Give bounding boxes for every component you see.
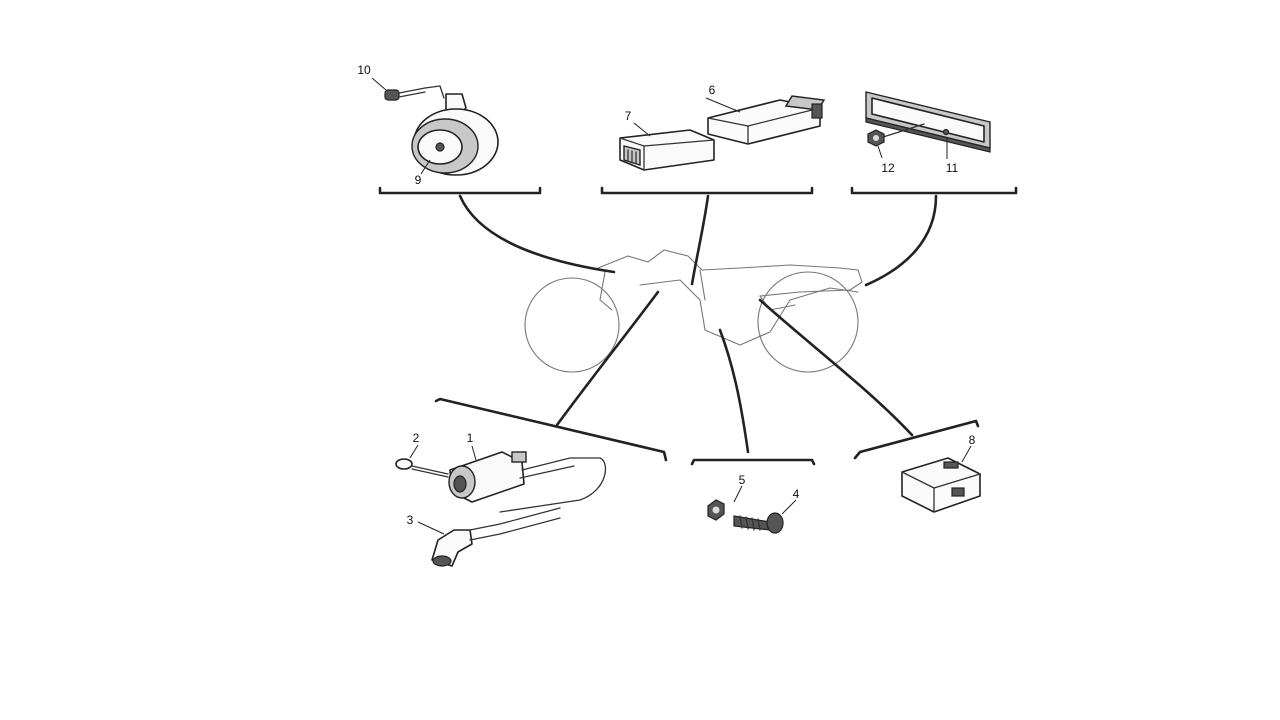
- regulator-icon: [707, 95, 826, 145]
- callout-10: 10: [357, 63, 371, 77]
- callout-7: 7: [625, 109, 632, 123]
- bolt-icon: [384, 87, 426, 101]
- cdi-unit-icon: [619, 129, 715, 171]
- callout-6: 6: [709, 83, 716, 97]
- flasher-relay-icon: [901, 457, 981, 513]
- horn-icon: [411, 85, 499, 176]
- ignition-coil-icon: [448, 451, 607, 513]
- callout-leaders: [371, 77, 972, 535]
- reflector-icon: [865, 91, 991, 153]
- nut-icon: [867, 129, 885, 147]
- group-leader-lines: [458, 194, 938, 454]
- spark-plug-cap-icon: [431, 507, 561, 567]
- callout-3: 3: [407, 513, 414, 527]
- callout-9: 9: [415, 173, 422, 187]
- nut-icon: [707, 499, 725, 521]
- top-brackets: [378, 186, 1018, 195]
- callout-5: 5: [739, 473, 746, 487]
- callout-8: 8: [969, 433, 976, 447]
- callout-4: 4: [793, 487, 800, 501]
- callout-labels: 10 9 6 7 12 11 1 2 3 5 4 8: [357, 63, 975, 527]
- screw-icon: [395, 458, 449, 478]
- bottom-brackets: [434, 397, 980, 466]
- callout-1: 1: [467, 431, 474, 445]
- motorcycle-outline-icon: [524, 249, 863, 373]
- callout-12: 12: [881, 161, 895, 175]
- callout-2: 2: [413, 431, 420, 445]
- screw-icon: [733, 512, 784, 534]
- callout-11: 11: [946, 161, 959, 175]
